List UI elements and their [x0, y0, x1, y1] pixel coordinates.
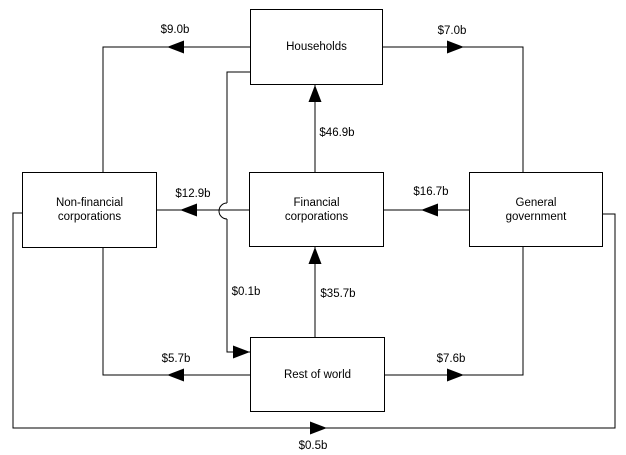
- flow-label-general-government-to-financial: $16.7b: [413, 186, 449, 198]
- flow-rest-of-world-to-non-financial: [102, 248, 250, 382]
- arrowhead-left-icon: [180, 203, 197, 217]
- flow-financial-to-households: [308, 85, 322, 172]
- flow-line: [102, 248, 250, 376]
- arrowhead-right-icon: [447, 368, 464, 382]
- node-label: Households: [286, 41, 347, 53]
- arrowhead-up-icon: [308, 85, 322, 102]
- flow-line: [102, 46, 250, 172]
- node-label: Non-financial corporations: [55, 197, 124, 223]
- flow-label-rest-of-world-to-general-government: $7.6b: [436, 353, 466, 365]
- flow-label-rest-of-world-to-financial: $35.7b: [320, 288, 356, 300]
- flow-line: [218, 71, 250, 353]
- arrowhead-right-icon: [310, 421, 327, 435]
- flow-households-to-non-financial: [102, 40, 250, 172]
- arrowhead-left-icon: [167, 368, 184, 382]
- flow-label-households-to-general-government: $7.0b: [437, 25, 467, 37]
- flow-households-to-rest-of-world: [218, 71, 250, 359]
- flow-label-financial-to-households: $46.9b: [319, 127, 355, 139]
- node-general-government: General government: [469, 172, 603, 247]
- node-households: Households: [250, 9, 383, 85]
- flow-label-financial-to-non-financial: $12.9b: [175, 188, 211, 200]
- node-non-financial-corporations: Non-financial corporations: [22, 172, 157, 248]
- flow-general-government-to-financial: [384, 203, 469, 217]
- node-financial-corporations: Financial corporations: [249, 172, 384, 247]
- node-rest-of-world: Rest of world: [250, 337, 385, 412]
- flow-label-rest-of-world-to-non-financial: $5.7b: [161, 353, 191, 365]
- node-label: General government: [505, 196, 567, 223]
- arrowhead-right-icon: [233, 345, 250, 359]
- flow-label-households-to-rest-of-world: $0.1b: [231, 286, 261, 298]
- flow-households-to-general-government: [383, 40, 524, 172]
- flow-line: [383, 46, 524, 172]
- flow-financial-to-non-financial: [157, 203, 249, 217]
- node-label: Financial corporations: [284, 196, 349, 223]
- arrowhead-up-icon: [308, 247, 322, 264]
- flow-rest-of-world-to-financial: [308, 247, 322, 337]
- flow-rest-of-world-to-general-government: [385, 247, 524, 382]
- flow-non-financial-to-general-government: [12, 212, 616, 435]
- arrowhead-right-icon: [447, 40, 464, 54]
- flow-line: [385, 247, 524, 376]
- flow-label-non-financial-to-general-government: $0.5b: [298, 440, 328, 452]
- node-label: Rest of world: [283, 368, 352, 381]
- flow-label-households-to-non-financial: $9.0b: [160, 24, 190, 36]
- arrowhead-left-icon: [421, 203, 438, 217]
- arrowhead-left-icon: [167, 40, 184, 54]
